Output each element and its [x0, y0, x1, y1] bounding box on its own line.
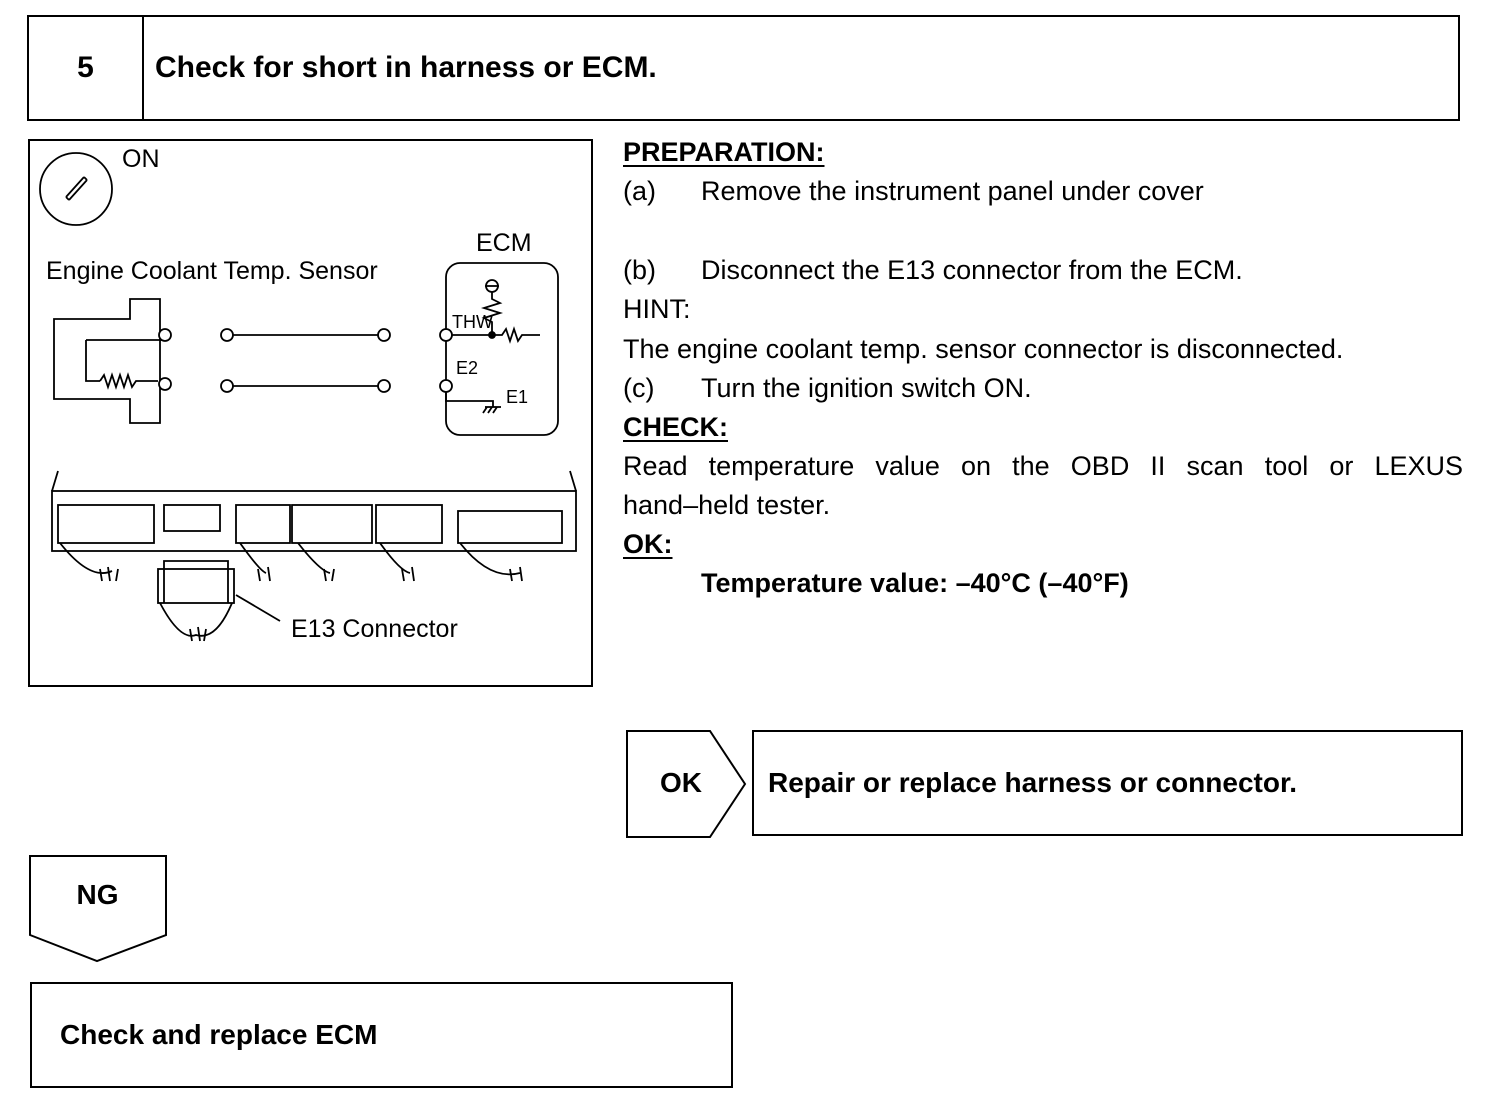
ng-label: NG: [76, 879, 119, 910]
step-c-text: Turn the ignition switch ON.: [701, 373, 1032, 403]
key-icon: [65, 176, 88, 201]
ok-label: OK: [660, 767, 702, 798]
e1-label: E1: [506, 387, 529, 407]
sensor-resistor: [99, 372, 158, 390]
step-a-marker: (a): [623, 176, 656, 206]
step-b-text: Disconnect the E13 connector from the EC…: [701, 255, 1243, 285]
step-number: 5: [77, 51, 94, 84]
ok-heading: OK:: [623, 529, 673, 559]
thw-label: THW: [452, 312, 493, 332]
check-text-line1: Read temperature value on the OBD II sca…: [623, 451, 1463, 481]
ignition-switch-icon: [39, 152, 113, 226]
check-heading: CHECK:: [623, 412, 728, 442]
ecm-label: ECM: [476, 229, 532, 257]
ok-tag-shape: [626, 730, 747, 838]
step-a-text: Remove the instrument panel under cover: [701, 176, 1204, 206]
ng-result-box: Check and replace ECM: [30, 982, 733, 1088]
ecm-connector-block: [51, 490, 577, 552]
ng-tag-shape: [29, 855, 167, 963]
step-b-marker: (b): [623, 255, 656, 285]
e2-label: E2: [456, 358, 479, 378]
diagram-drawing: [39, 152, 577, 642]
check-text-line2: hand–held tester.: [623, 490, 831, 520]
e13-connector: [157, 568, 235, 604]
step-divider: [142, 17, 144, 119]
e13-connector-label: E13 Connector: [291, 615, 458, 643]
step-c-marker: (c): [623, 373, 655, 403]
ignition-on-label: ON: [122, 145, 160, 173]
ecm-box: [445, 262, 559, 436]
sensor-body: [53, 298, 161, 424]
sensor-label: Engine Coolant Temp. Sensor: [46, 257, 378, 285]
step-title: Check for short in harness or ECM.: [155, 51, 657, 84]
ok-specification: Temperature value: –40°C (–40°F): [701, 568, 1129, 598]
step-header: 5 Check for short in harness or ECM.: [27, 15, 1460, 121]
preparation-heading: PREPARATION:: [623, 137, 825, 167]
ok-result-box: Repair or replace harness or connector.: [752, 730, 1463, 836]
hint-text: The engine coolant temp. sensor connecto…: [623, 334, 1344, 364]
ok-result-text: Repair or replace harness or connector.: [768, 767, 1298, 798]
wiring-diagram: ON ECM Engine Coolant Temp. Sensor THW E…: [28, 139, 593, 687]
hint-label: HINT:: [623, 294, 691, 324]
ng-result-text: Check and replace ECM: [60, 1019, 378, 1050]
